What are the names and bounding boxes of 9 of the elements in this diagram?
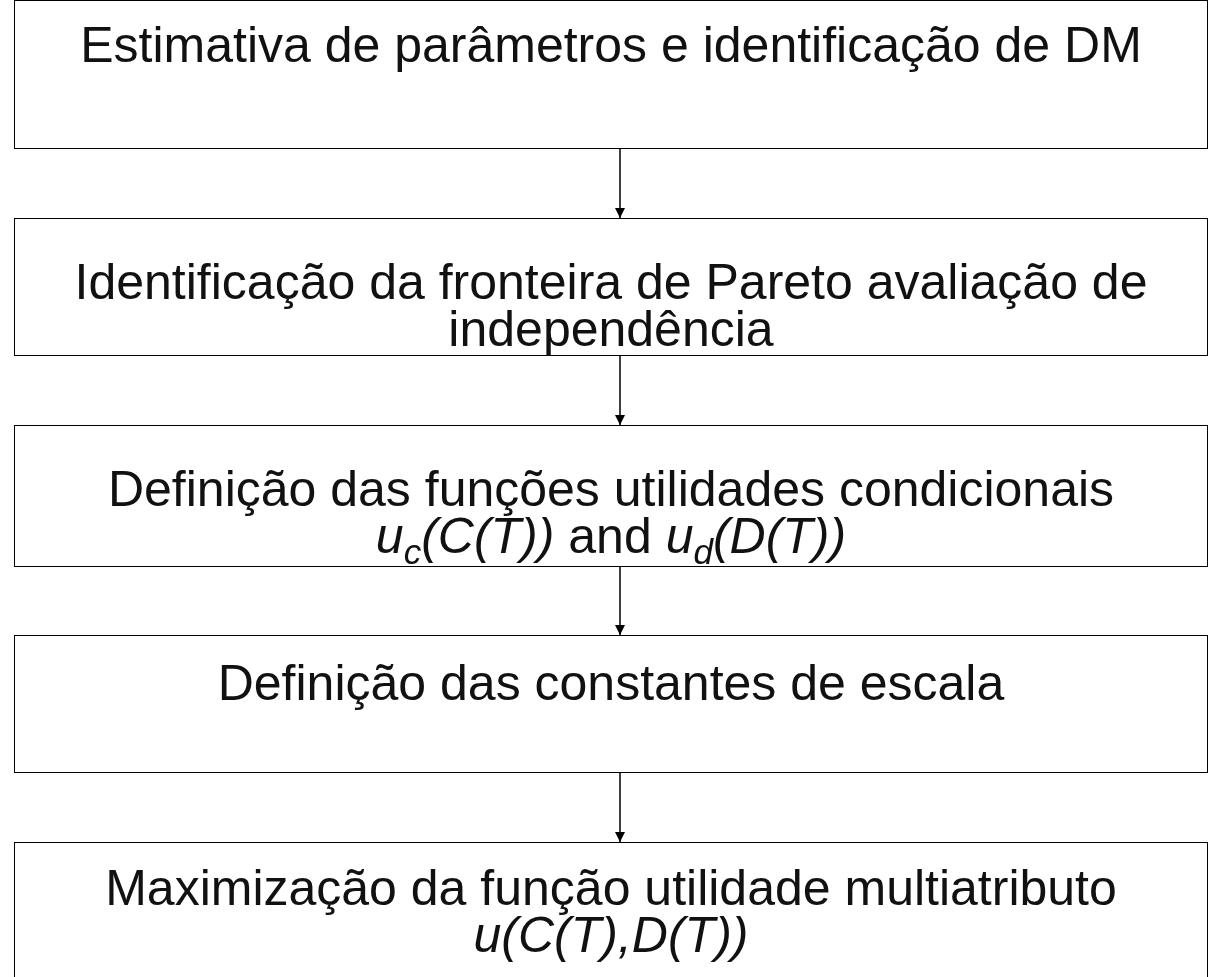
process-box	[14, 635, 1208, 773]
arrow	[615, 148, 625, 219]
process-box	[14, 842, 1208, 977]
process-box	[14, 218, 1208, 356]
arrow	[615, 355, 625, 426]
process-box	[14, 425, 1208, 567]
process-box	[14, 0, 1208, 149]
arrow	[615, 566, 625, 636]
arrow	[615, 772, 625, 843]
